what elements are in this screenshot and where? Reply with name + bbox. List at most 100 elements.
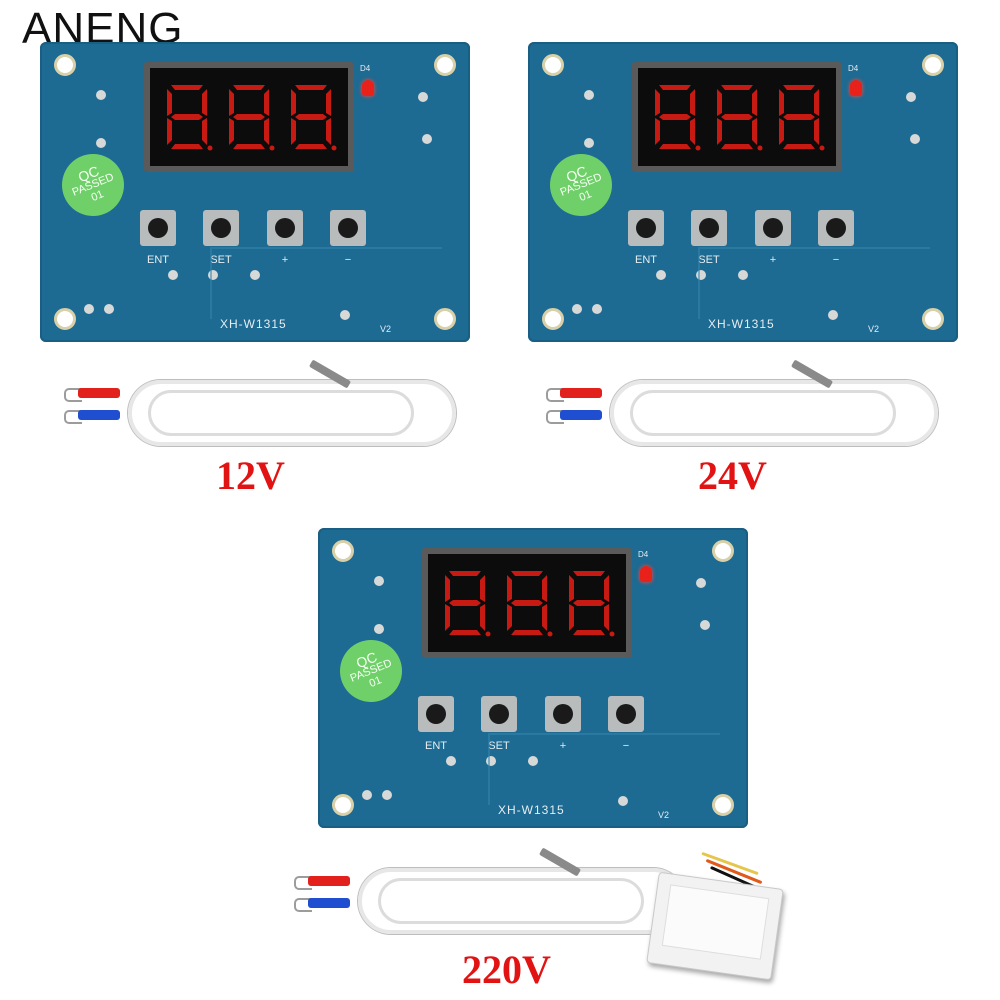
led-label: D4	[638, 550, 649, 559]
mounting-hole	[922, 308, 944, 330]
controller-board: D4 QC PASSED 01 ENT SET + − XH-W1315 V2	[528, 42, 958, 342]
minus-button[interactable]	[818, 210, 854, 246]
seven-segment-digit	[161, 81, 213, 153]
solder-pad	[738, 270, 748, 280]
minus-label: −	[832, 254, 840, 266]
mounting-hole	[54, 54, 76, 76]
module-sticker	[661, 884, 770, 960]
led-display	[632, 62, 842, 172]
probe-cable	[630, 390, 896, 436]
ac-dc-power-module	[646, 871, 784, 981]
plus-button[interactable]	[545, 696, 581, 732]
mounting-hole	[542, 54, 564, 76]
mounting-hole	[712, 540, 734, 562]
red-terminal	[560, 388, 602, 398]
solder-pad	[362, 790, 372, 800]
probe-cable	[610, 380, 938, 446]
model-label: XH-W1315	[220, 317, 287, 331]
led-label: D4	[848, 64, 859, 73]
set-label: SET	[698, 254, 720, 266]
ent-button[interactable]	[628, 210, 664, 246]
led-label: D4	[360, 64, 371, 73]
led-display	[422, 548, 632, 658]
blue-terminal	[78, 410, 120, 420]
probe-cable	[148, 390, 414, 436]
red-terminal	[308, 876, 350, 886]
seven-segment-digit	[773, 81, 825, 153]
solder-pad	[910, 134, 920, 144]
mounting-hole	[332, 540, 354, 562]
seven-segment-digit	[285, 81, 337, 153]
ent-button[interactable]	[140, 210, 176, 246]
solder-pad	[96, 90, 106, 100]
seven-segment-digit	[439, 567, 491, 639]
set-button[interactable]	[691, 210, 727, 246]
fork-terminal	[64, 410, 82, 424]
status-led	[850, 80, 862, 96]
qc-sticker: QC PASSED 01	[52, 144, 134, 226]
solder-pad	[374, 576, 384, 586]
solder-pad	[208, 270, 218, 280]
revision-label: V2	[658, 810, 670, 820]
voltage-label-12v: 12V	[216, 453, 285, 498]
mounting-hole	[434, 308, 456, 330]
seven-segment-digit	[649, 81, 701, 153]
model-label: XH-W1315	[498, 803, 565, 817]
model-label: XH-W1315	[708, 317, 775, 331]
solder-pad	[828, 310, 838, 320]
minus-label: −	[344, 254, 352, 266]
plus-label: +	[559, 740, 567, 752]
solder-pad	[340, 310, 350, 320]
set-label: SET	[488, 740, 510, 752]
status-led	[362, 80, 374, 96]
plus-label: +	[769, 254, 777, 266]
solder-pad	[906, 92, 916, 102]
solder-pad	[96, 138, 106, 148]
ent-label: ENT	[425, 740, 447, 752]
mounting-hole	[54, 308, 76, 330]
revision-label: V2	[380, 324, 392, 334]
solder-pad	[168, 270, 178, 280]
solder-pad	[250, 270, 260, 280]
probe-cable	[378, 878, 644, 924]
status-led	[640, 566, 652, 582]
qc-sticker: QC PASSED 01	[540, 144, 622, 226]
fork-terminal	[294, 876, 312, 890]
fork-terminal	[294, 898, 312, 912]
minus-button[interactable]	[608, 696, 644, 732]
led-display	[144, 62, 354, 172]
solder-pad	[572, 304, 582, 314]
ent-button[interactable]	[418, 696, 454, 732]
blue-terminal	[308, 898, 350, 908]
solder-pad	[446, 756, 456, 766]
controller-board: D4 QC PASSED 01 ENT SET + − XH-W1315 V2	[318, 528, 748, 828]
solder-pad	[84, 304, 94, 314]
solder-pad	[696, 270, 706, 280]
voltage-label-24v: 24V	[698, 453, 767, 498]
mounting-hole	[712, 794, 734, 816]
mounting-hole	[332, 794, 354, 816]
set-button[interactable]	[481, 696, 517, 732]
solder-pad	[592, 304, 602, 314]
controller-board: D4 QC PASSED 01 ENT SET + − XH-W1315 V2	[40, 42, 470, 342]
fork-terminal	[64, 388, 82, 402]
voltage-label-220v: 220V	[462, 947, 551, 992]
solder-pad	[422, 134, 432, 144]
seven-segment-digit	[711, 81, 763, 153]
plus-button[interactable]	[267, 210, 303, 246]
fork-terminal	[546, 388, 564, 402]
solder-pad	[584, 138, 594, 148]
solder-pad	[104, 304, 114, 314]
solder-pad	[374, 624, 384, 634]
plus-label: +	[281, 254, 289, 266]
solder-pad	[418, 92, 428, 102]
minus-label: −	[622, 740, 630, 752]
solder-pad	[696, 578, 706, 588]
red-terminal	[78, 388, 120, 398]
plus-button[interactable]	[755, 210, 791, 246]
fork-terminal	[546, 410, 564, 424]
solder-pad	[656, 270, 666, 280]
minus-button[interactable]	[330, 210, 366, 246]
probe-cable	[128, 380, 456, 446]
set-button[interactable]	[203, 210, 239, 246]
